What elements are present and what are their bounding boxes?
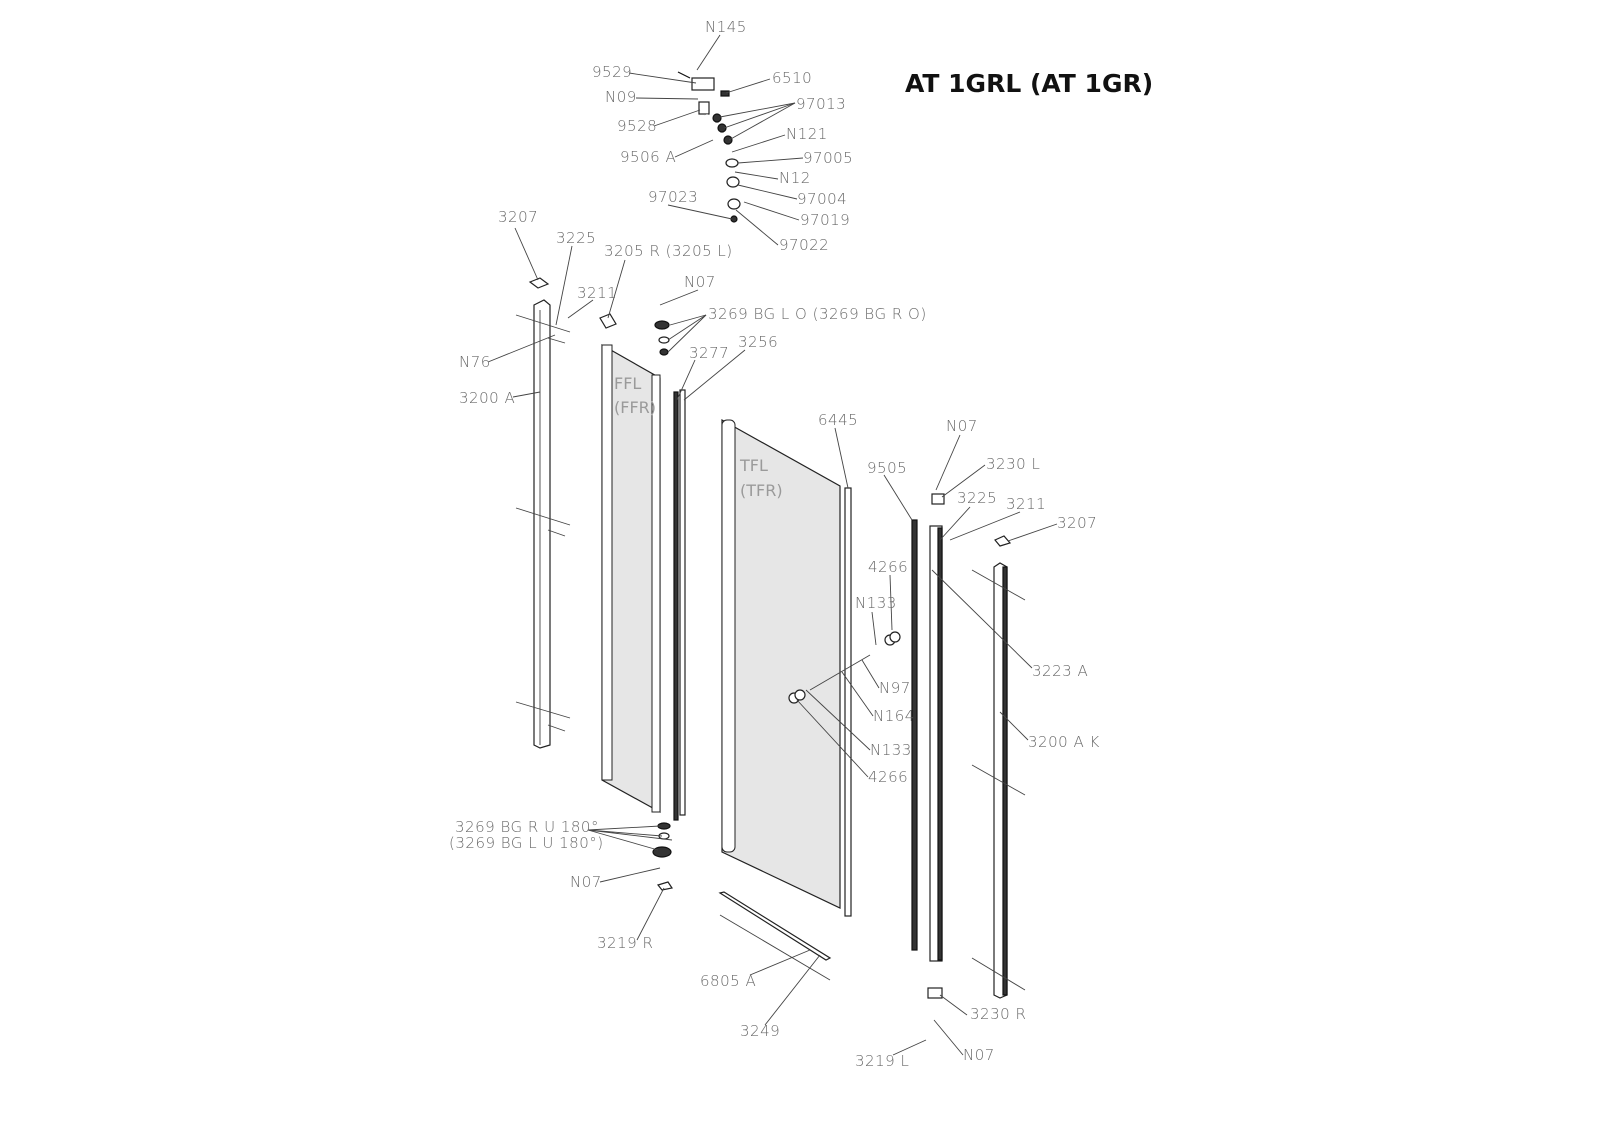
part-label: 3230 L [986, 455, 1040, 473]
part-label: N09 [605, 88, 637, 106]
part-label: 3207 [498, 208, 538, 226]
part-label: 9528 [617, 117, 657, 135]
part-label: 97004 [797, 190, 847, 208]
part-label: 9506 A [620, 148, 676, 166]
part-label: 3225 [556, 229, 596, 247]
part-label: 3211 [1006, 495, 1046, 513]
part-label: 3200 A K [1028, 733, 1100, 751]
part-label: N133 [870, 741, 912, 759]
part-label: 3249 [740, 1022, 780, 1040]
part-label: 9529 [592, 63, 632, 81]
part-label: N164 [873, 707, 915, 725]
diagram-title: AT 1GRL (AT 1GR) [905, 69, 1153, 98]
part-9505 [911, 519, 918, 951]
part-label: 3207 [1057, 514, 1097, 532]
part-label: 9505 [867, 459, 907, 477]
part-3207 [528, 277, 550, 289]
part-9529 [691, 77, 715, 91]
part-label: (3269 BG L U 180°) [449, 834, 604, 852]
leader-lines [487, 34, 1058, 1056]
part-label: N133 [855, 594, 897, 612]
panel-label-ffr: (FFR) [614, 398, 656, 417]
part-label: 97023 [648, 188, 698, 206]
part-label: 3219 L [855, 1052, 909, 1070]
part-label: N121 [786, 125, 828, 143]
parts: FFL (FFR) TFL (TFR) [515, 71, 1026, 999]
part-label: N07 [946, 417, 978, 435]
part-label: 6510 [772, 69, 812, 87]
part-label: N97 [879, 679, 911, 697]
part-label: 4266 [868, 558, 908, 576]
part-label: 3225 [957, 489, 997, 507]
part-label: 6805 A [700, 972, 756, 990]
part-label: 3269 BG R U 180° [455, 818, 599, 836]
part-label: N07 [570, 873, 602, 891]
part-label: N07 [963, 1046, 995, 1064]
part-label: N145 [705, 18, 747, 36]
part-label: 3277 [689, 344, 729, 362]
part-label: 3256 [738, 333, 778, 351]
panel-label-ffl: FFL [614, 374, 641, 393]
panel-label-tfr: (TFR) [740, 481, 783, 500]
part-label: 3269 BG L O (3269 BG R O) [708, 305, 927, 323]
part-label: N76 [459, 353, 491, 371]
part-label: 97019 [800, 211, 850, 229]
part-label: 97022 [779, 236, 829, 254]
part-label: N12 [779, 169, 811, 187]
part-label: 3200 A [459, 389, 515, 407]
part-label: 3230 R [970, 1005, 1026, 1023]
part-label: 3211 [577, 284, 617, 302]
panel-label-tfl: TFL [739, 456, 768, 475]
part-label: 3219 R [597, 934, 653, 952]
part-label: 97005 [803, 149, 853, 167]
part-label: 6445 [818, 411, 858, 429]
part-3200-a [533, 299, 551, 749]
part-label: 97013 [796, 95, 846, 113]
part-6805-a [718, 891, 832, 961]
part-labels: N145 9529 6510 N09 97013 9528 N121 9506 … [449, 18, 1100, 1070]
part-label: 3223 A [1032, 662, 1088, 680]
part-label: 3205 R (3205 L) [604, 242, 733, 260]
part-label: N07 [684, 273, 716, 291]
part-label: 4266 [868, 768, 908, 786]
